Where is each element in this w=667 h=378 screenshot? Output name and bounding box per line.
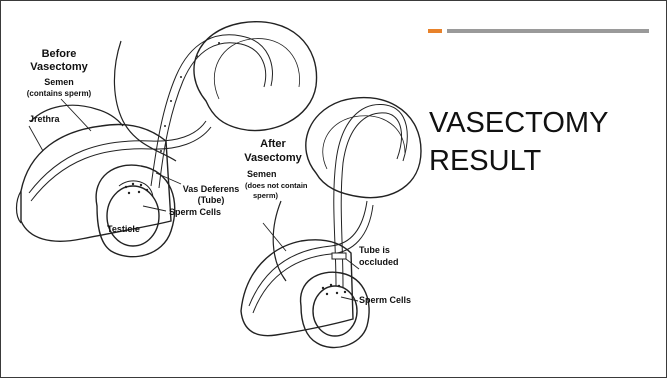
before-testicle-label: Testicle	[107, 224, 140, 234]
after-heading-line-1: After	[260, 138, 286, 150]
after-testicle	[313, 286, 357, 336]
after-sperm-cells-label: Sperm Cells	[359, 295, 411, 305]
after-semen-note-2: sperm)	[253, 191, 279, 200]
slide-title: VASECTOMY RESULT	[429, 104, 659, 180]
before-heading-line-2: Vasectomy	[30, 61, 88, 73]
before-semen-note: (contains sperm)	[27, 89, 92, 98]
before-vas-note: (Tube)	[198, 195, 225, 205]
after-tube-label: Tube is	[359, 245, 390, 255]
after-occlusion	[332, 253, 346, 259]
after-semen-label: Semen	[247, 169, 277, 179]
title-line-1: VASECTOMY	[429, 104, 659, 142]
before-testicle	[107, 186, 159, 246]
before-heading-line-1: Before	[42, 48, 77, 60]
title-line-2: RESULT	[429, 142, 659, 180]
after-illustration	[241, 98, 421, 348]
before-bladder-inner	[214, 39, 299, 99]
before-urethra	[29, 121, 206, 193]
before-semen-label: Semen	[44, 77, 74, 87]
after-heading-line-2: Vasectomy	[244, 152, 302, 164]
after-tube-note: occluded	[359, 257, 399, 267]
before-sperm-cells-label: Sperm Cells	[169, 207, 221, 217]
after-body-outline	[273, 201, 286, 281]
vasectomy-diagram: Before Vasectomy Semen (contains sperm) …	[1, 1, 431, 377]
before-penis	[21, 124, 171, 241]
after-semen-note-1: (does not contain	[245, 181, 308, 190]
before-urethra-label: Jrethra	[29, 114, 61, 124]
before-epididymis	[119, 181, 153, 197]
title-rule	[447, 29, 649, 33]
after-urethra	[249, 201, 367, 306]
before-vas-label: Vas Deferens	[183, 184, 240, 194]
